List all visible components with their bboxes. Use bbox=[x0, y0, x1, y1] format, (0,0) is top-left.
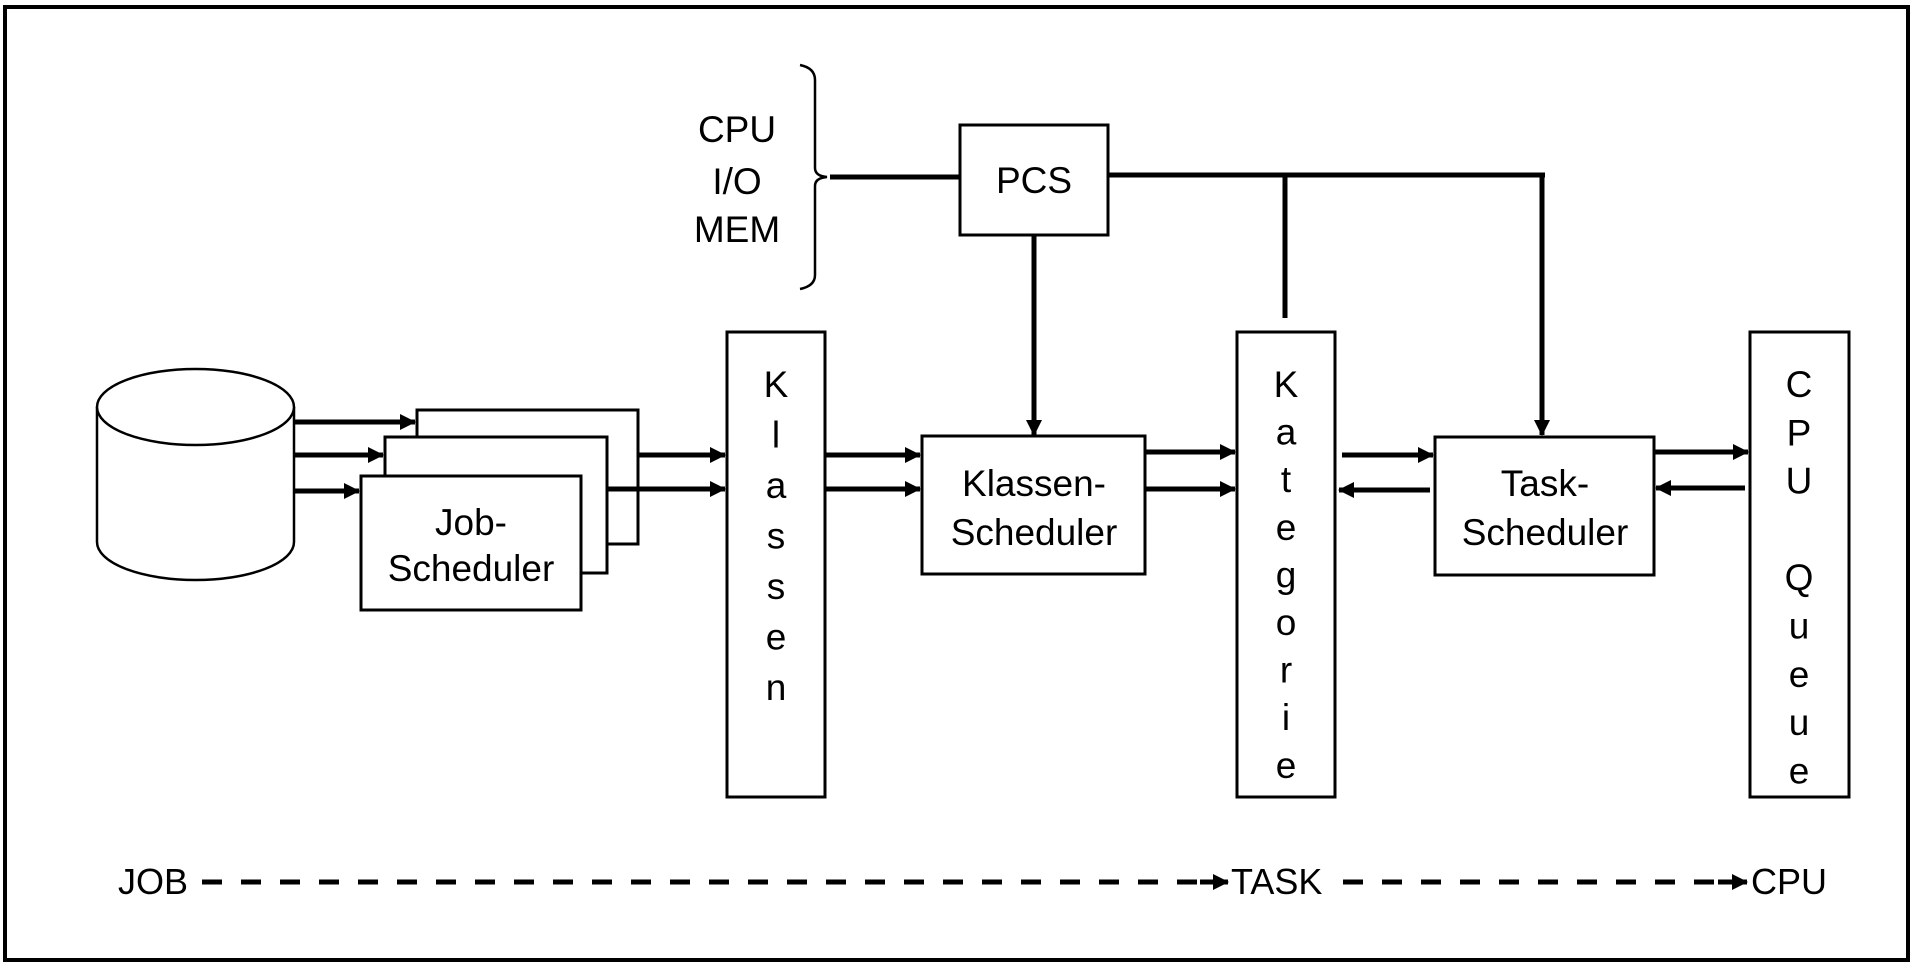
flow-label-task: TASK bbox=[1231, 861, 1322, 902]
resource-cpu-label: CPU bbox=[698, 109, 776, 150]
klassen-scheduler-node[interactable]: Klassen- Scheduler bbox=[920, 434, 1147, 576]
cpu-queue-letter: P bbox=[1787, 412, 1812, 453]
cpu-queue-box[interactable] bbox=[1748, 330, 1851, 799]
resource-mem-label: MEM bbox=[694, 209, 780, 250]
kategorie-letter: r bbox=[1280, 650, 1292, 691]
klassen-scheduler-box[interactable] bbox=[920, 434, 1147, 576]
klassen-letter: l bbox=[772, 415, 780, 456]
klassen-scheduler-label-line1: Klassen- bbox=[962, 463, 1106, 504]
cpu-queue-letter: e bbox=[1789, 654, 1810, 695]
kategorie-letter: a bbox=[1276, 412, 1297, 453]
klassen-letter: e bbox=[766, 617, 787, 658]
pcs-label: PCS bbox=[996, 160, 1072, 201]
kategorie-letter: g bbox=[1276, 554, 1297, 595]
flow-label-job: JOB bbox=[118, 861, 188, 902]
job-scheduler-label-line2: Scheduler bbox=[388, 548, 555, 589]
kategorie-letter: K bbox=[1274, 364, 1299, 405]
klassen-scheduler-label-line2: Scheduler bbox=[951, 512, 1118, 553]
cpu-queue-letter: u bbox=[1789, 702, 1810, 743]
pcs-box[interactable] bbox=[958, 123, 1110, 237]
kategorie-letter: o bbox=[1276, 602, 1297, 643]
outer-frame bbox=[3, 5, 1910, 962]
right-brace-icon bbox=[799, 63, 828, 291]
cpu-queue-letter: u bbox=[1789, 606, 1810, 647]
pcs-node[interactable]: PCS bbox=[958, 123, 1110, 237]
kategorie-letter: e bbox=[1276, 507, 1297, 548]
kategorie-letter: i bbox=[1282, 697, 1290, 738]
kategorie-letter: t bbox=[1281, 459, 1292, 500]
flow-label-cpu: CPU bbox=[1751, 861, 1827, 902]
cpu-queue-letter: Q bbox=[1785, 557, 1814, 598]
kategorie-letter: e bbox=[1276, 745, 1297, 786]
resource-io-label: I/O bbox=[712, 161, 761, 202]
klassen-letter: a bbox=[766, 465, 787, 506]
kategorie-box[interactable] bbox=[1235, 330, 1337, 799]
task-scheduler-box[interactable] bbox=[1433, 435, 1656, 577]
job-scheduler-box-front[interactable] bbox=[359, 474, 583, 612]
database-cylinder-icon bbox=[95, 367, 296, 582]
klassen-letter: s bbox=[767, 516, 786, 557]
flow-legend: JOB TASK CPU bbox=[118, 861, 1827, 902]
cpu-queue-letter: e bbox=[1789, 750, 1810, 791]
job-scheduler-stack[interactable]: Job- Scheduler bbox=[359, 408, 640, 612]
task-scheduler-node[interactable]: Task- Scheduler bbox=[1433, 435, 1656, 577]
klassen-vertical-label: Klassen bbox=[764, 364, 789, 708]
cpu-queue-letter: C bbox=[1786, 364, 1813, 405]
job-scheduler-label-line1: Job- bbox=[435, 502, 507, 543]
task-scheduler-label-line2: Scheduler bbox=[1462, 512, 1629, 553]
resources-group: CPU I/O MEM bbox=[694, 63, 828, 291]
klassen-letter: K bbox=[764, 364, 789, 405]
klassen-box[interactable] bbox=[725, 330, 827, 799]
klassen-node[interactable]: Klassen bbox=[725, 330, 827, 799]
klassen-letter: n bbox=[766, 667, 787, 708]
task-scheduler-label-line1: Task- bbox=[1501, 463, 1589, 504]
cpu-queue-letter: U bbox=[1786, 461, 1813, 502]
klassen-letter: s bbox=[767, 566, 786, 607]
